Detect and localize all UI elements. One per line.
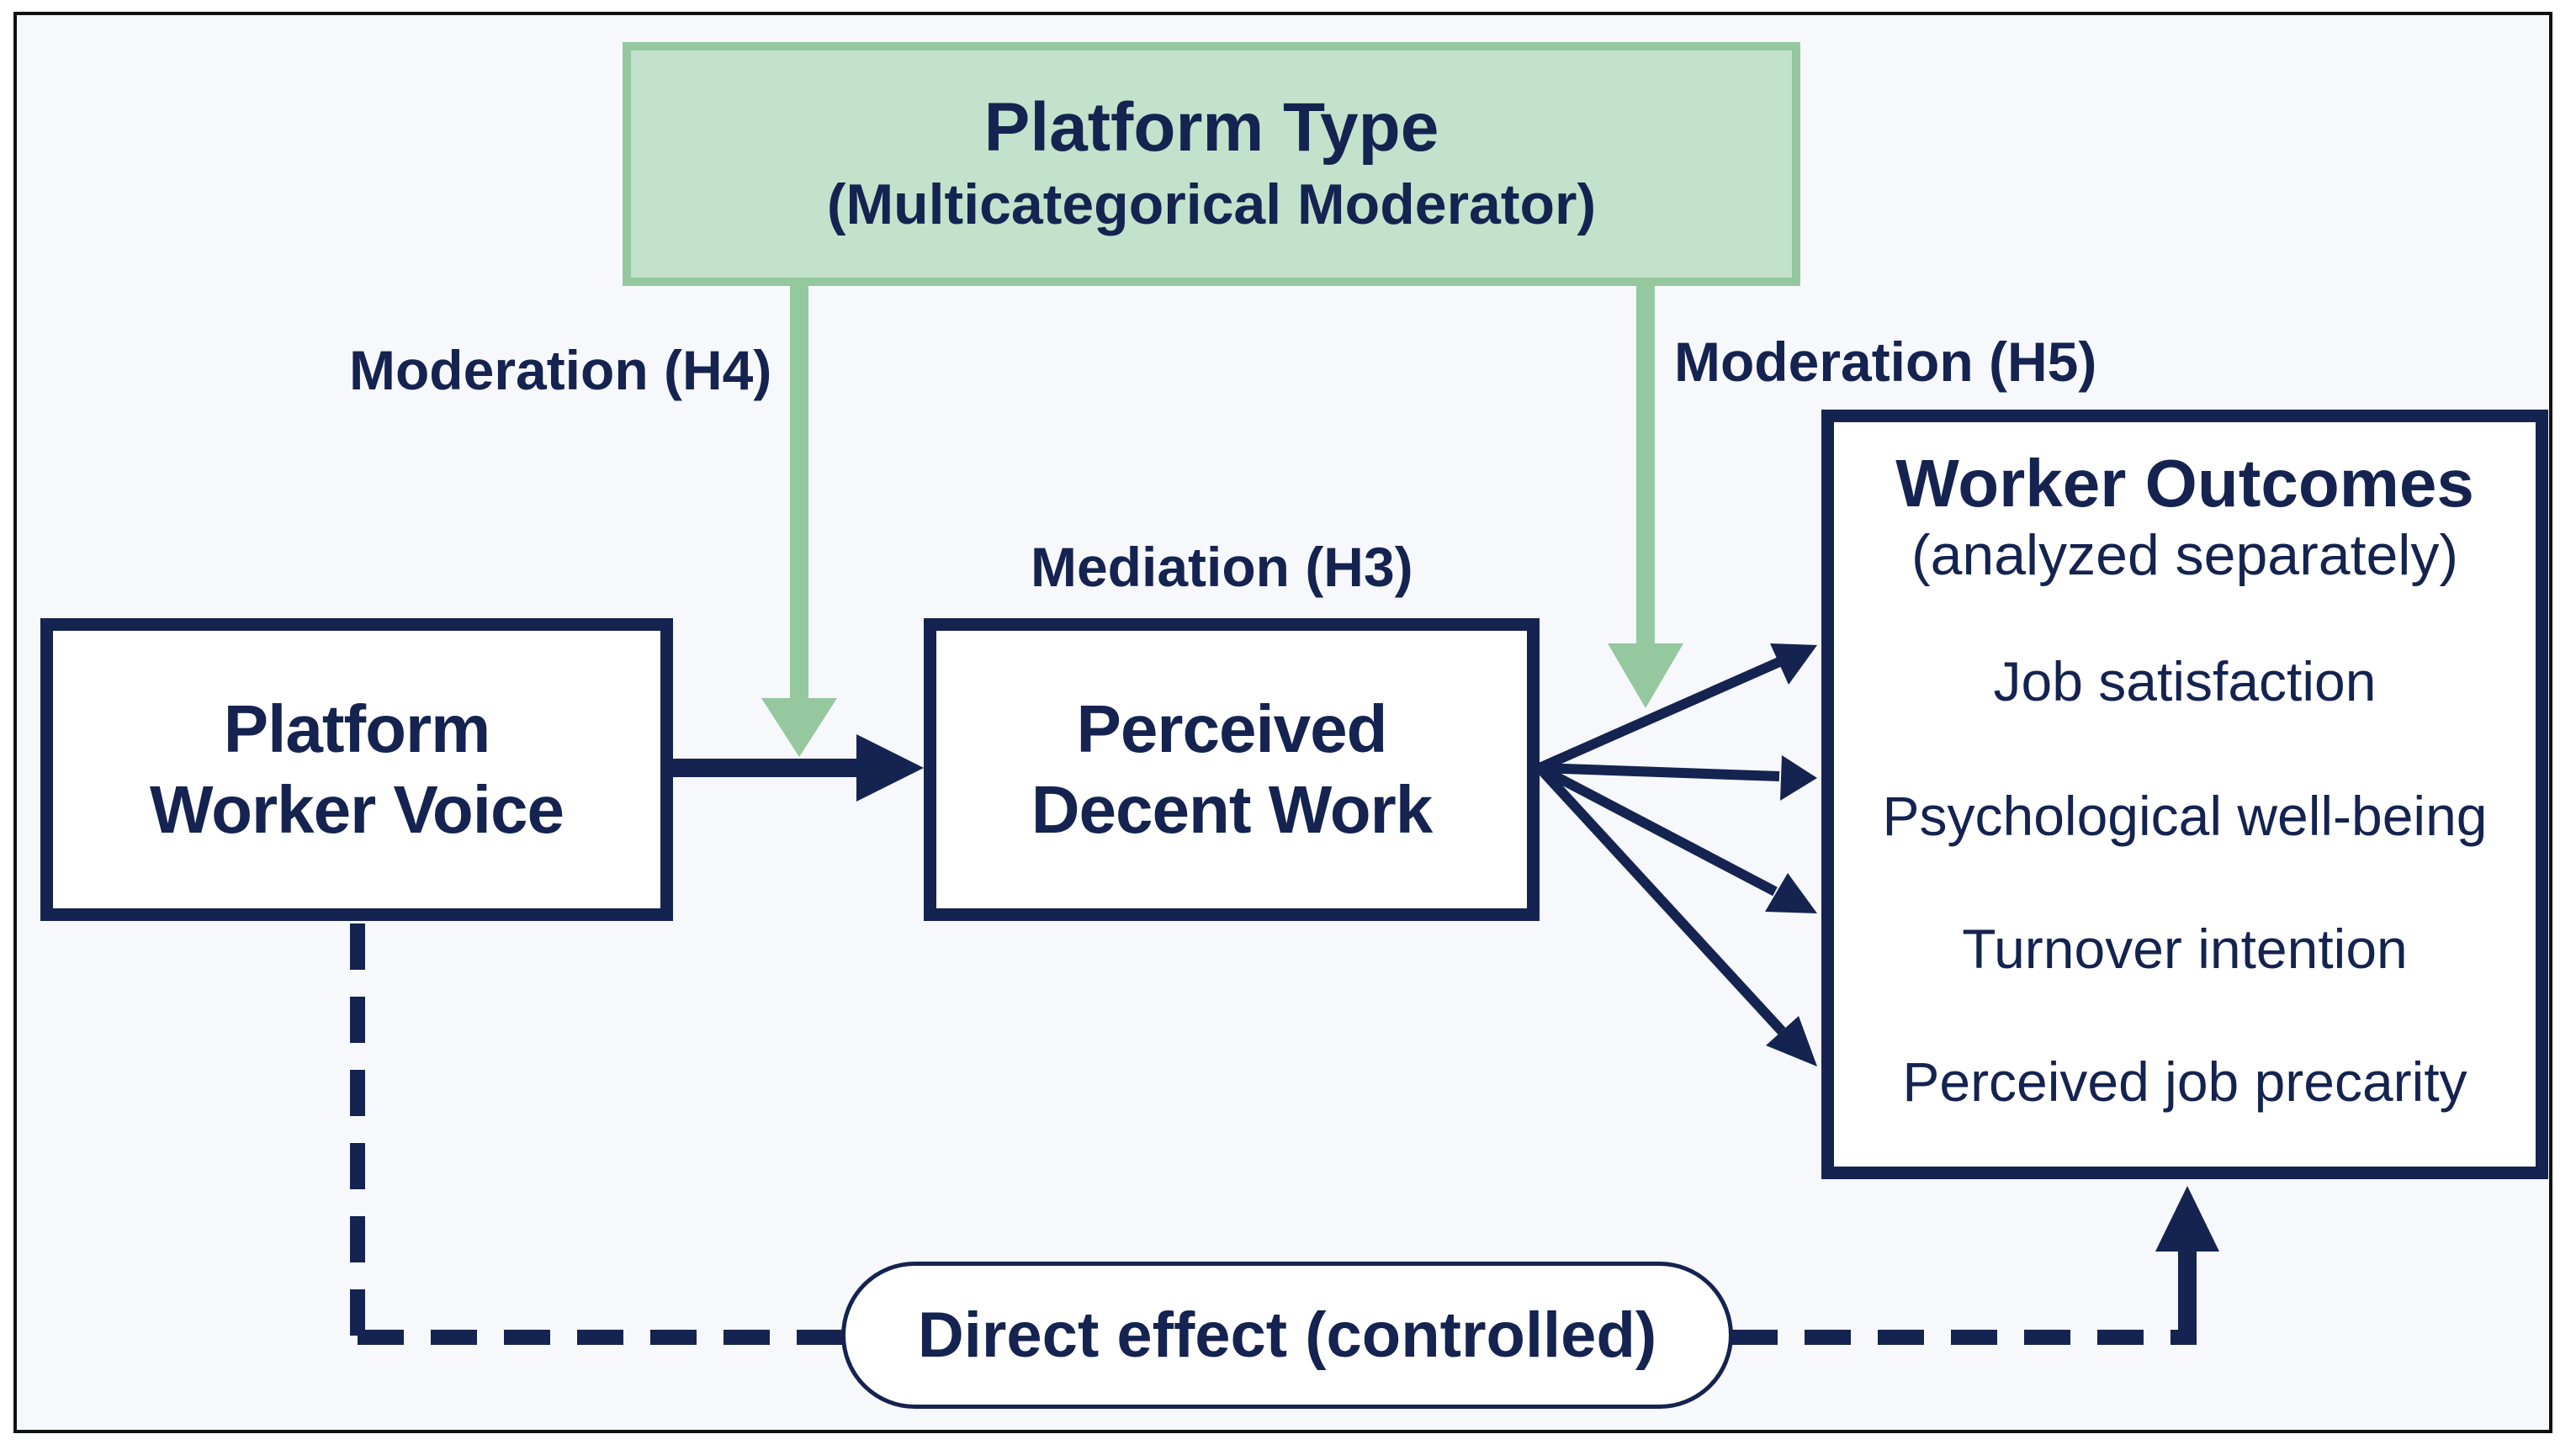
voice-to-decent-work-arrow	[673, 734, 924, 802]
moderation-h5-arrow	[1608, 282, 1683, 708]
decent-work-to-outcomes-arrows	[1535, 643, 1817, 1066]
direct-effect-pill: Direct effect (controlled)	[841, 1262, 1733, 1409]
moderator-title: Platform Type	[983, 89, 1439, 166]
outcome-item-job-satisfaction: Job satisfaction	[1993, 650, 2377, 712]
decent-work-box: Perceived Decent Work	[924, 618, 1540, 921]
mediation-h3-label: Mediation (H3)	[1031, 536, 1413, 598]
worker-voice-box: Platform Worker Voice	[40, 618, 673, 921]
outcome-item-perceived-job-precarity: Perceived job precarity	[1902, 1050, 2467, 1113]
worker-outcomes-subtitle: (analyzed separately)	[1911, 523, 2459, 587]
worker-outcomes-box: Worker Outcomes (analyzed separately) Jo…	[1821, 410, 2548, 1179]
moderation-h4-arrow	[761, 282, 837, 757]
moderation-h5-label: Moderation (H5)	[1674, 331, 2097, 393]
direct-effect-path	[350, 923, 2219, 1345]
moderator-subtitle: (Multicategorical Moderator)	[826, 172, 1597, 236]
worker-outcomes-title: Worker Outcomes	[1895, 446, 2474, 521]
outcome-item-psychological-well-being: Psychological well-being	[1882, 785, 2488, 847]
moderator-box: Platform Type (Multicategorical Moderato…	[623, 42, 1800, 286]
decent-work-title: Perceived Decent Work	[1031, 691, 1434, 847]
moderation-h4-label: Moderation (H4)	[349, 339, 772, 401]
worker-voice-title: Platform Worker Voice	[150, 691, 564, 847]
outcome-item-turnover-intention: Turnover intention	[1962, 918, 2408, 980]
